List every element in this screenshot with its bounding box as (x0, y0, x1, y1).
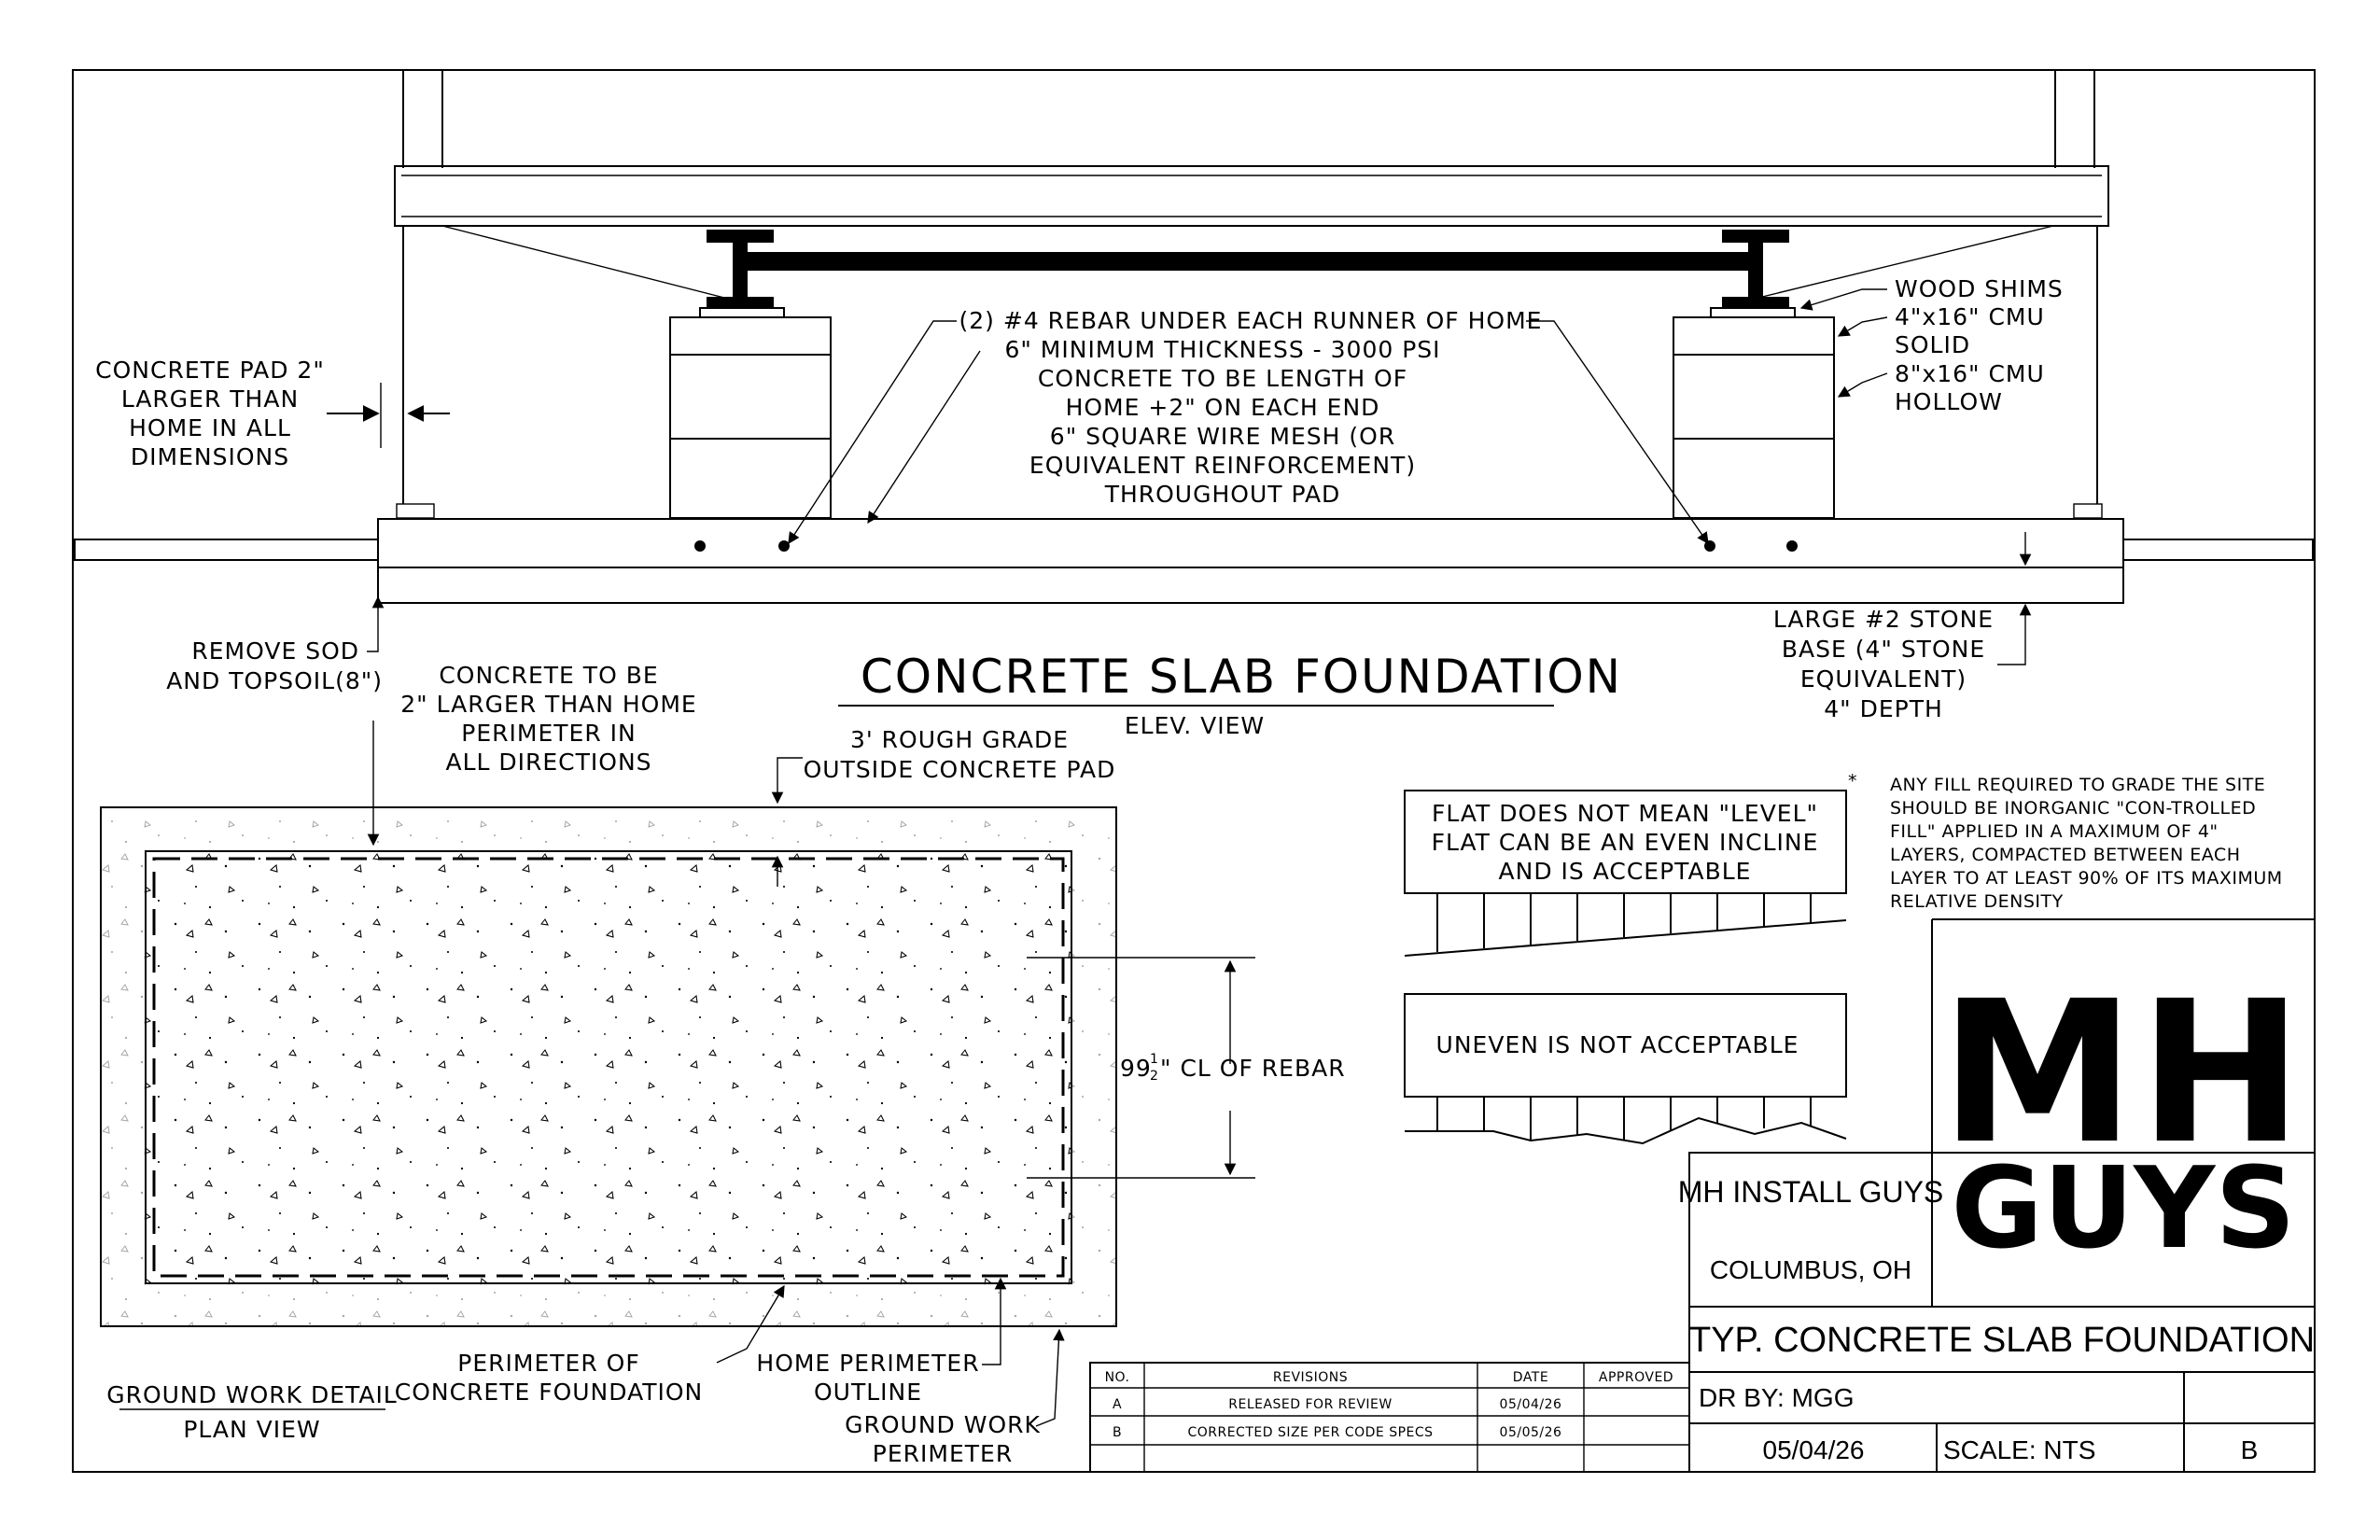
stone-base-line3: EQUIVALENT) (1800, 665, 1967, 693)
rev-header-approved: APPROVED (1599, 1370, 1673, 1385)
home-perimeter-line2: OUTLINE (814, 1379, 922, 1406)
fill-note-line1: ANY FILL REQUIRED TO GRADE THE SITE (1890, 775, 2265, 795)
cmu-pier-right (1673, 316, 1835, 519)
perimeter-concrete-line2: CONCRETE FOUNDATION (395, 1379, 704, 1406)
uneven-box-text: UNEVEN IS NOT ACCEPTABLE (1436, 1031, 1799, 1058)
drawing-name: TYP. CONCRETE SLAB FOUNDATION (1689, 1321, 2315, 1360)
rev-row-b-date: 05/05/26 (1500, 1425, 1562, 1440)
ground-left (74, 539, 379, 561)
uneven-unacceptable-box: UNEVEN IS NOT ACCEPTABLE (1404, 993, 1847, 1145)
flat-box-line3: AND IS ACCEPTABLE (1499, 858, 1752, 885)
rebar-note-line2: 6" MINIMUM THICKNESS - 3000 PSI (1004, 336, 1440, 363)
cmu-solid-line1: 4"x16" CMU (1895, 303, 2045, 330)
home-perimeter-outline (152, 857, 1065, 1278)
scale: SCALE: NTS (1943, 1435, 2095, 1464)
ground-right (2122, 539, 2314, 561)
cmu-notes: WOOD SHIMS 4"x16" CMU SOLID 8"x16" CMU H… (1799, 275, 2064, 415)
rough-grade-line1: 3' ROUGH GRADE (850, 726, 1069, 753)
ground-perimeter-line1: GROUND WORK (845, 1411, 1041, 1438)
revisions-table: NO. REVISIONS DATE APPROVED A RELEASED F… (1089, 1362, 1690, 1473)
rev-header-date: DATE (1513, 1370, 1548, 1385)
drawn-by: DR BY: MGG (1699, 1383, 1854, 1412)
fill-note-line6: RELATIVE DENSITY (1890, 891, 2064, 912)
mh-guys-logo: MH GUYS (1940, 959, 2307, 1274)
wood-shims-label: WOOD SHIMS (1895, 275, 2064, 302)
fill-note-star: * (1848, 771, 1857, 791)
concrete-larger-line1: CONCRETE TO BE (439, 662, 658, 689)
steel-beam (747, 252, 1750, 271)
stone-base-line4: 4" DEPTH (1824, 695, 1943, 722)
rebar-note-line6: EQUIVALENT REINFORCEMENT) (1029, 452, 1416, 479)
title-text: CONCRETE SLAB FOUNDATION (861, 650, 1622, 704)
rebar-dim-rest: " CL OF REBAR (1160, 1055, 1346, 1082)
pad-larger-line1: CONCRETE PAD 2" (95, 357, 325, 384)
pad-larger-line3: HOME IN ALL (129, 414, 291, 441)
stone-base-line2: BASE (4" STONE (1782, 636, 1985, 663)
perimeter-concrete-line1: PERIMETER OF (457, 1350, 639, 1377)
rebar-cl-dimension: 99 1 2 " CL OF REBAR (1120, 1052, 1346, 1084)
rebar-note-line5: 6" SQUARE WIRE MESH (OR (1050, 423, 1395, 450)
rebar-dim-main: 99 (1120, 1055, 1152, 1082)
rev-row-b-desc: CORRECTED SIZE PER CODE SPECS (1187, 1425, 1433, 1440)
rebar-note-line7: THROUGHOUT PAD (1104, 481, 1341, 508)
rev-row-b-no: B (1113, 1425, 1122, 1440)
rebar-note-line3: CONCRETE TO BE LENGTH OF (1038, 365, 1407, 392)
concrete-larger-line2: 2" LARGER THAN HOME (400, 691, 696, 718)
cmu-hollow-line1: 8"x16" CMU (1895, 360, 2045, 387)
rebar-note: (2) #4 REBAR UNDER EACH RUNNER OF HOME 6… (788, 307, 1709, 545)
fill-note-line2: SHOULD BE INORGANIC "CON-TROLLED (1890, 798, 2256, 819)
rebar-dim-frac-den: 2 (1150, 1069, 1158, 1084)
subtitle-text: ELEV. VIEW (1125, 712, 1265, 739)
concrete-slab (377, 518, 2124, 568)
rev-row-a-desc: RELEASED FOR REVIEW (1228, 1397, 1392, 1412)
flat-box-line2: FLAT CAN BE AN EVEN INCLINE (1432, 829, 1819, 856)
logo-line2: GUYS (1951, 1144, 2295, 1274)
title-date: 05/04/26 (1763, 1435, 1865, 1464)
concrete-larger-line3: PERIMETER IN (461, 720, 636, 747)
cmu-pier-left (669, 316, 832, 519)
rev-row-a-date: 05/04/26 (1500, 1397, 1562, 1412)
rev-row-a-no: A (1113, 1397, 1122, 1412)
company-location: COLUMBUS, OH (1710, 1255, 1911, 1284)
elevation-view (74, 70, 2314, 604)
pad-larger-line2: LARGER THAN (121, 385, 299, 413)
rev-header-revisions: REVISIONS (1273, 1370, 1348, 1385)
remove-sod-note: REMOVE SOD AND TOPSOIL(8") (166, 595, 385, 694)
plan-title: GROUND WORK DETAIL (106, 1381, 398, 1408)
home-floor (394, 165, 2109, 227)
fill-note-line3: FILL" APPLIED IN A MAXIMUM OF 4" (1890, 821, 2219, 842)
stone-base-line1: LARGE #2 STONE (1773, 606, 1994, 633)
stone-base (377, 567, 2124, 604)
remove-sod-line1: REMOVE SOD (191, 637, 359, 665)
rev-header-no: NO. (1105, 1370, 1130, 1385)
concrete-larger-line4: ALL DIRECTIONS (445, 749, 651, 776)
fill-note-line4: LAYERS, COMPACTED BETWEEN EACH (1890, 845, 2240, 865)
cmu-solid-line2: SOLID (1895, 331, 1970, 358)
rebar-note-line1: (2) #4 REBAR UNDER EACH RUNNER OF HOME (959, 307, 1543, 334)
flat-box-line1: FLAT DOES NOT MEAN "LEVEL" (1432, 800, 1818, 827)
rebar-dim-frac-num: 1 (1150, 1052, 1158, 1067)
home-perimeter-line1: HOME PERIMETER (756, 1350, 979, 1377)
logo-line1: MH (1940, 959, 2307, 1187)
company-name: MH INSTALL GUYS (1678, 1175, 1944, 1209)
title-block: MH INSTALL GUYS COLUMBUS, OH MH GUYS TYP… (1678, 918, 2316, 1473)
flat-acceptable-box: FLAT DOES NOT MEAN "LEVEL" FLAT CAN BE A… (1404, 790, 1847, 957)
fill-note: * ANY FILL REQUIRED TO GRADE THE SITE SH… (1848, 771, 2283, 912)
ground-perimeter-line2: PERIMETER (873, 1440, 1013, 1467)
stone-base-note: LARGE #2 STONE BASE (4" STONE EQUIVALENT… (1773, 532, 2032, 722)
plan-subtitle: PLAN VIEW (183, 1416, 320, 1443)
pad-larger-line4: DIMENSIONS (131, 443, 289, 470)
cmu-hollow-line2: HOLLOW (1895, 388, 2003, 415)
plan-view (100, 806, 1255, 1327)
plan-labels: CONCRETE TO BE 2" LARGER THAN HOME PERIM… (106, 662, 1346, 1467)
pad-larger-note: CONCRETE PAD 2" LARGER THAN HOME IN ALL … (95, 357, 450, 470)
remove-sod-line2: AND TOPSOIL(8") (166, 667, 383, 694)
revision-letter: B (2241, 1435, 2259, 1464)
drawing-title: CONCRETE SLAB FOUNDATION ELEV. VIEW (838, 650, 1622, 739)
rebar-note-line4: HOME +2" ON EACH END (1066, 394, 1380, 421)
fill-note-line5: LAYER TO AT LEAST 90% OF ITS MAXIMUM (1890, 868, 2283, 889)
rough-grade-line2: OUTSIDE CONCRETE PAD (804, 756, 1116, 783)
